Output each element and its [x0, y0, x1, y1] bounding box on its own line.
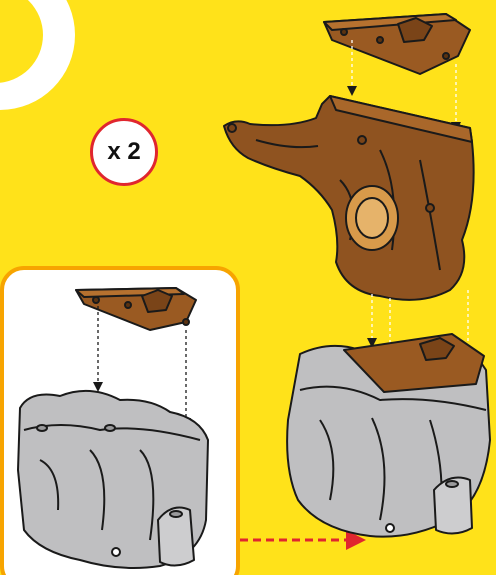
rock-base-icon — [287, 334, 490, 537]
rock-base-icon — [18, 391, 208, 568]
step-number-circle — [0, 0, 75, 110]
bracket-plate-icon — [324, 14, 470, 74]
red-dashed-arrow — [240, 530, 366, 550]
tree-trunk-icon — [224, 96, 474, 300]
quantity-badge: x 2 — [90, 118, 158, 186]
